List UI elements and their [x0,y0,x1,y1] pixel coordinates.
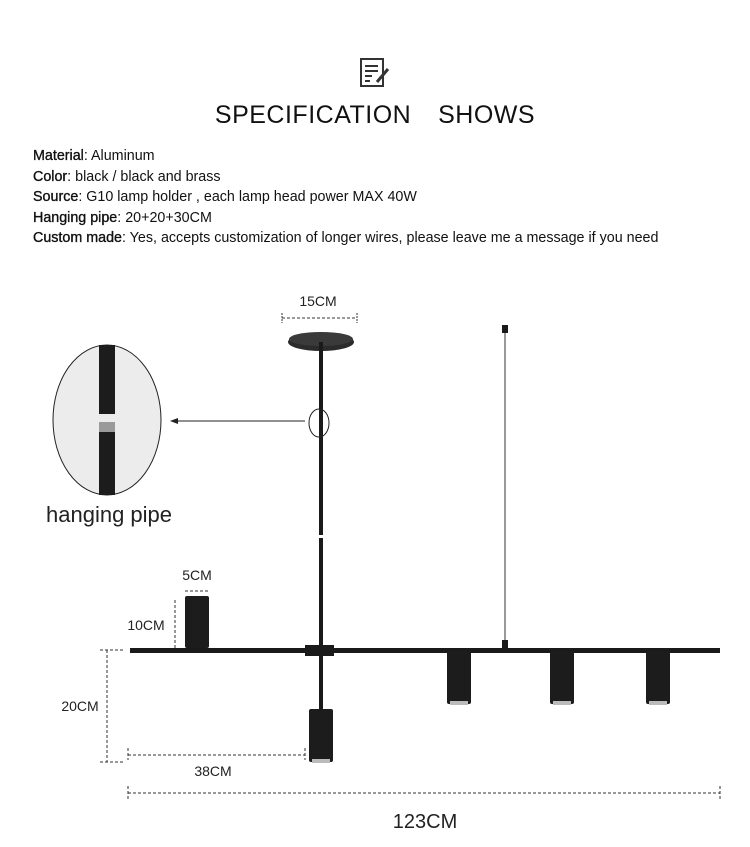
page-title: SPECIFICATION SHOWS [214,101,536,129]
total-length-label: 123CM [393,811,457,833]
spec-label: Material [33,148,84,164]
detail-marker [308,408,330,438]
detail-caption: hanging pipe [46,502,172,527]
canopy-width-label: 15CM [299,293,336,309]
document-edit-icon-glyph [360,58,390,87]
spec-material: Material: Aluminum [33,146,658,167]
spec-value: : Aluminum [83,148,155,164]
lamp-pendant [646,651,670,705]
wire-cap-top [502,325,508,333]
spec-label: Color [33,168,68,185]
wire-cap-bottom [502,640,508,648]
detail-pipe-joint [99,422,115,432]
stem-below-bar [319,655,323,711]
horizontal-bar [130,648,720,653]
spec-label: Hanging pipe [33,209,118,226]
arrow-head-icon [170,418,178,424]
lamp-height-label: 10CM [127,617,164,633]
lamp-pendant [550,651,574,705]
lamp-pendant [447,651,471,705]
spec-hanging-pipe: Hanging pipe: 20+20+30CM [33,208,658,229]
spec-value: : black / black and brass [67,168,221,185]
spec-source: Source: G10 lamp holder , each lamp head… [33,187,658,208]
lamp-center-drop [309,709,333,763]
dimension-lines [100,590,721,800]
spec-value: : 20+20+30CM [117,209,212,226]
spec-custom-made: Custom made: Yes, accepts customization … [33,228,659,249]
spec-color: Color: black / black and brass [33,167,658,188]
stem-lower [319,538,323,648]
lamp-width-label: 5CM [182,567,212,583]
detail-pipe-top [99,345,115,414]
bar-connector [305,645,334,656]
canopy-dimension [281,313,358,323]
spec-value: : Yes, accepts customization of longer w… [122,230,659,247]
drop-height-label: 20CM [61,698,98,714]
stem-upper [319,342,323,535]
spec-value: : G10 lamp holder , each lamp head power… [78,189,417,206]
canopy-top [289,332,353,346]
offset-length-label: 38CM [194,763,231,779]
spec-list: Material: Aluminum Color: black / black … [33,146,659,249]
detail-pipe-bottom [99,432,115,495]
lamp-upright [185,596,209,648]
spec-label: Source [33,189,79,206]
spec-label: Custom made [33,230,122,247]
